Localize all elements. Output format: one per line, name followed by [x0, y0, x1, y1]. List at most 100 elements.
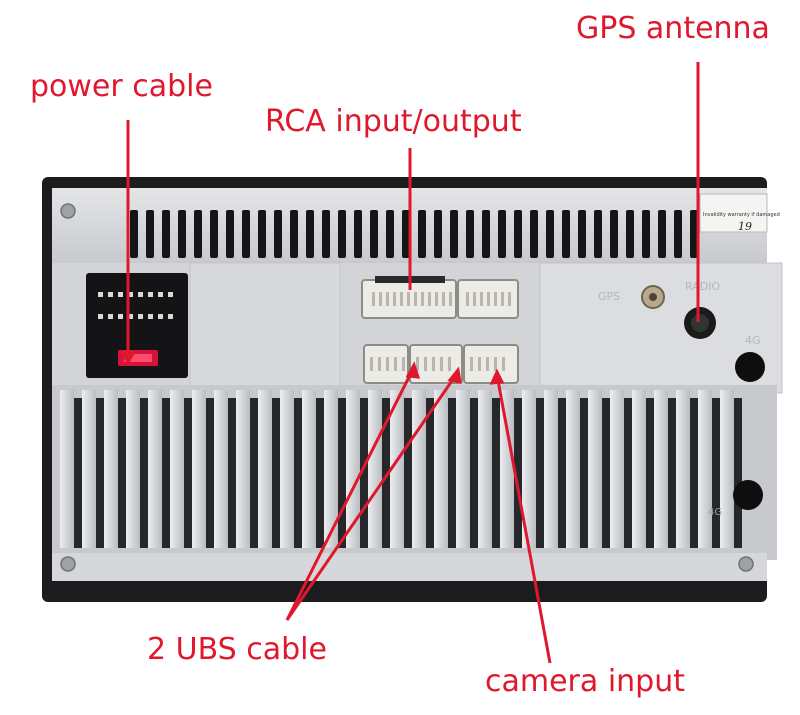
heatsink-gap [470, 398, 478, 548]
arrowhead-usb-2 [447, 366, 462, 384]
usb-pin [448, 357, 451, 371]
screw-top-left [60, 203, 76, 219]
vent-slot [690, 210, 698, 258]
usb-pin [386, 357, 389, 371]
heatsink-gap [448, 398, 456, 548]
arrowhead-camera [489, 368, 505, 385]
heatsink-fin [412, 390, 426, 548]
vent-slot [370, 210, 378, 258]
label-camera-input: camera input [485, 664, 685, 699]
vent-slot [450, 210, 458, 258]
power-pin [148, 314, 153, 319]
arrowhead-power [119, 350, 137, 365]
heatsink-fin [170, 390, 184, 548]
vent-slot [402, 210, 410, 258]
usb-pin [370, 357, 373, 371]
power-pin [128, 314, 133, 319]
vent-slot [626, 210, 634, 258]
vent-slot [658, 210, 666, 258]
bottom-strip [52, 553, 767, 581]
port-4g-lower [733, 480, 763, 510]
rca-pin [428, 292, 431, 306]
heatsink-gap [514, 398, 522, 548]
power-pin [98, 314, 103, 319]
vent-slot [514, 210, 522, 258]
power-connector [86, 273, 188, 378]
heatsink-gap [162, 398, 170, 548]
heatsink-gap [646, 398, 654, 548]
label-rca-input-output: RCA input/output [265, 104, 522, 139]
power-plug-red-inner [124, 354, 152, 362]
heatsink-fins [60, 390, 742, 548]
heatsink-fin [104, 390, 118, 548]
rca-pin [435, 292, 438, 306]
power-pin [158, 292, 163, 297]
heatsink-gap [712, 398, 720, 548]
heatsink-gap [602, 398, 610, 548]
power-pin [128, 292, 133, 297]
label-gps-antenna: GPS antenna [576, 11, 770, 46]
vent-slot [322, 210, 330, 258]
power-pin [158, 314, 163, 319]
label-usb-cable: 2 UBS cable [147, 632, 327, 667]
heatsink-fin [522, 390, 536, 548]
usb-pin [378, 357, 381, 371]
vent-slot [306, 210, 314, 258]
heatsink-fin [324, 390, 338, 548]
rca-pin [400, 292, 403, 306]
vent-slot [642, 210, 650, 258]
heatsink-gap [272, 398, 280, 548]
heatsink-gap [426, 398, 434, 548]
vent-slot [162, 210, 170, 258]
heatsink-gap [118, 398, 126, 548]
heatsink-fin [698, 390, 712, 548]
heatsink-fin [82, 390, 96, 548]
heatsink-fin [588, 390, 602, 548]
rca-pin [407, 292, 410, 306]
vent-slot [242, 210, 250, 258]
heatsink-fin [60, 390, 74, 548]
usb-pin [432, 357, 435, 371]
vent-slot [274, 210, 282, 258]
heatsink-gap [338, 398, 346, 548]
heatsink-gap [140, 398, 148, 548]
rca-pin [379, 292, 382, 306]
power-pin [98, 292, 103, 297]
arrowhead-usb-1 [405, 361, 421, 379]
label-power-cable: power cable [30, 69, 213, 104]
heatsink-gap [360, 398, 368, 548]
sticker-number: 19 [738, 220, 752, 233]
heatsink-fin [610, 390, 624, 548]
heatsink-gap [228, 398, 236, 548]
rca-pin [393, 292, 396, 306]
heatsink-gap [624, 398, 632, 548]
radio-port-label: RADIO [685, 280, 720, 293]
vent-slot [130, 210, 138, 258]
usb-pin [424, 357, 427, 371]
heatsink-fin [654, 390, 668, 548]
usb-pin [394, 357, 397, 371]
usb-pin [402, 357, 405, 371]
heatsink-gap [294, 398, 302, 548]
vent-slot [610, 210, 618, 258]
vent-slot [546, 210, 554, 258]
heatsink-gap [382, 398, 390, 548]
vent-slot [354, 210, 362, 258]
usb-pin [470, 357, 473, 371]
callout-lines [119, 62, 700, 664]
heatsink-fin [280, 390, 294, 548]
heatsink-fin [214, 390, 228, 548]
heatsink-fin [148, 390, 162, 548]
vent-slot [290, 210, 298, 258]
heatsink-fin [676, 390, 690, 548]
rca-pin [480, 292, 483, 306]
rca-pin [372, 292, 375, 306]
usb-pin [478, 357, 481, 371]
heatsink-gap [492, 398, 500, 548]
rca-pin [473, 292, 476, 306]
rca-pin [449, 292, 452, 306]
heatsink-gap [690, 398, 698, 548]
vent-slot [482, 210, 490, 258]
usb-pin [440, 357, 443, 371]
gps-port-center [649, 293, 657, 301]
